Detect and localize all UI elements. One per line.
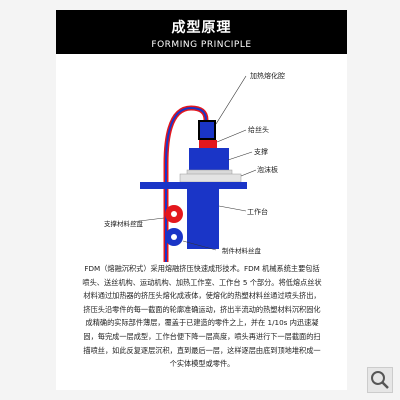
material-reel-label: 支撑材料丝盘: [104, 219, 144, 228]
support-label: 支撑: [254, 147, 268, 156]
zoom-icon: [371, 371, 389, 389]
zoom-button[interactable]: [367, 367, 393, 393]
foam-board: [179, 173, 242, 183]
foam-board-label: 泡沫板: [257, 165, 278, 174]
nozzle: [199, 140, 217, 149]
model-reel-label: 制件材料丝盘: [222, 246, 262, 255]
title-banner: 成型原理 FORMING PRINCIPLE: [56, 10, 347, 54]
fdm-diagram: 加热熔化腔 给丝头 支撑 泡沫板 工作台 支撑材料丝盘 制件材料丝盘: [104, 71, 285, 262]
worktable-label: 工作台: [247, 207, 268, 216]
page-title: 成型原理: [171, 20, 232, 36]
part-upper: [189, 148, 229, 170]
heater-label: 加热熔化腔: [250, 71, 285, 80]
worktable-column: [187, 189, 219, 249]
heater-label-leader: [215, 75, 247, 125]
page-subtitle: FORMING PRINCIPLE: [151, 40, 252, 50]
description-paragraph: FDM（熔融沉积式）采用熔融挤压快速成形技术。FDM 机械系统主要包括喷头、送丝…: [82, 264, 322, 369]
worktable: [140, 182, 247, 189]
nozzle-label: 给丝头: [248, 125, 269, 134]
